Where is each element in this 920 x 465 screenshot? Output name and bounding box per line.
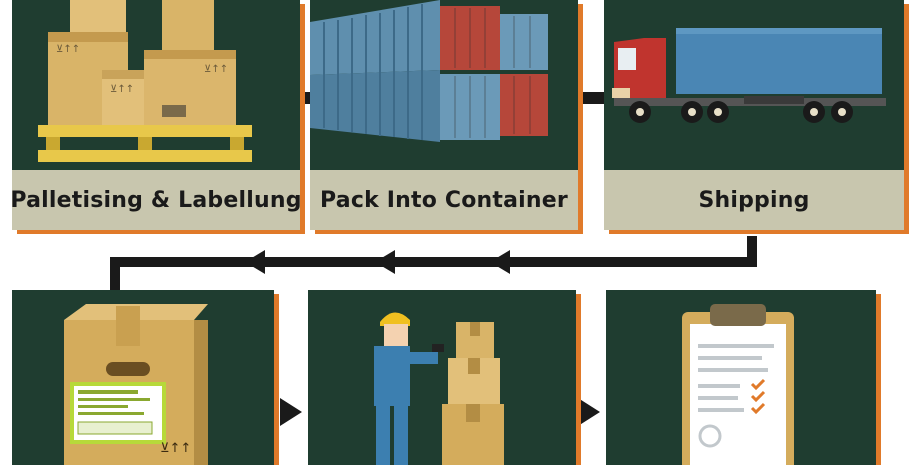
svg-text:⊻↑↑: ⊻↑↑ — [110, 84, 134, 95]
shipping-containers-icon — [310, 0, 548, 142]
warehouse-worker-icon — [374, 312, 504, 465]
arrow-right-icon — [578, 398, 600, 426]
arrow-left-icon — [375, 250, 395, 274]
step-card-palletising: ⊻↑↑ ⊻↑↑ ⊻↑↑ Palletising & Labellung — [12, 0, 300, 230]
pallet-boxes-icon: ⊻↑↑ ⊻↑↑ ⊻↑↑ — [38, 0, 252, 162]
arrow-left-icon — [245, 250, 265, 274]
labelled-box-icon: ⊻↑↑ — [64, 304, 208, 465]
step-card-checklist — [606, 290, 876, 465]
clipboard-checklist-icon — [682, 304, 794, 465]
svg-text:⊻↑↑: ⊻↑↑ — [56, 44, 80, 55]
arrow-right-icon — [280, 398, 302, 426]
truck-icon — [612, 28, 886, 123]
step-card-worker — [308, 290, 576, 465]
step-label: Palletising & Labellung — [12, 170, 300, 230]
step-card-labelled-box: ⊻↑↑ — [12, 290, 274, 465]
step-label: Shipping — [604, 170, 904, 230]
svg-text:⊻↑↑: ⊻↑↑ — [204, 64, 228, 75]
arrow-left-icon — [490, 250, 510, 274]
svg-text:⊻↑↑: ⊻↑↑ — [160, 441, 191, 456]
step-card-pack-container: Pack Into Container — [310, 0, 578, 230]
step-card-shipping: Shipping — [604, 0, 904, 230]
step-label: Pack Into Container — [310, 170, 578, 230]
